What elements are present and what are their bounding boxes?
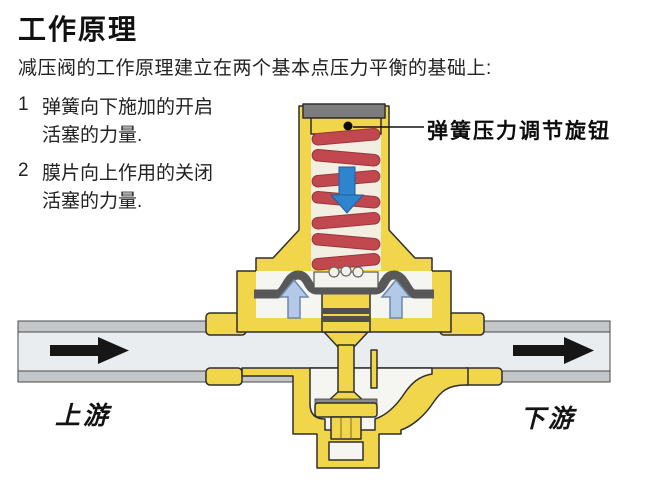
body-flange-bottom-left	[205, 367, 243, 386]
page-title: 工作原理	[18, 14, 139, 45]
diaphragm	[254, 270, 434, 299]
list-item-1-line-2: 活塞的力量.	[42, 125, 143, 146]
stem-guide	[370, 349, 378, 389]
plate-bolt	[340, 265, 352, 277]
knob-pointer-dot	[343, 121, 353, 131]
up-arrow-left-icon	[278, 278, 310, 319]
upstream-flow-arrow-icon	[50, 337, 129, 364]
list-item-1-line-1: 弹簧向下施加的开启	[42, 97, 214, 118]
list-number-2: 2	[18, 160, 29, 181]
list-item-2: 膜片向上作用的关闭 活塞的力量.	[42, 160, 213, 216]
list-item-1: 弹簧向下施加的开启 活塞的力量.	[42, 94, 213, 150]
bonnet-cap	[302, 103, 386, 119]
list-item-2-line-1: 膜片向上作用的关闭	[42, 163, 214, 184]
list-number-1: 1	[18, 94, 29, 115]
plate-bolt	[352, 266, 364, 278]
list-item-2-line-2: 活塞的力量.	[42, 191, 143, 212]
diaphragm-force-up-arrows	[278, 278, 412, 319]
upstream-label: 上游	[55, 402, 112, 430]
piston-seal-band	[322, 308, 370, 314]
downstream-flow-arrow-icon	[513, 337, 594, 364]
up-arrow-right-icon	[380, 278, 412, 319]
downstream-label: 下游	[520, 405, 577, 433]
plate-bolt	[328, 266, 340, 278]
valve-disc	[314, 402, 378, 418]
spring-knob-label: 弹簧压力调节旋钮	[427, 120, 611, 143]
piston-seal-band	[322, 316, 370, 322]
valve-stem	[337, 344, 355, 399]
spring-force-down-arrow-icon	[329, 166, 365, 214]
disc-hex-nut	[330, 416, 362, 440]
drain-boss-window	[328, 441, 364, 461]
intro-text: 减压阀的工作原理建立在两个基本点压力平衡的基础上:	[18, 58, 492, 79]
